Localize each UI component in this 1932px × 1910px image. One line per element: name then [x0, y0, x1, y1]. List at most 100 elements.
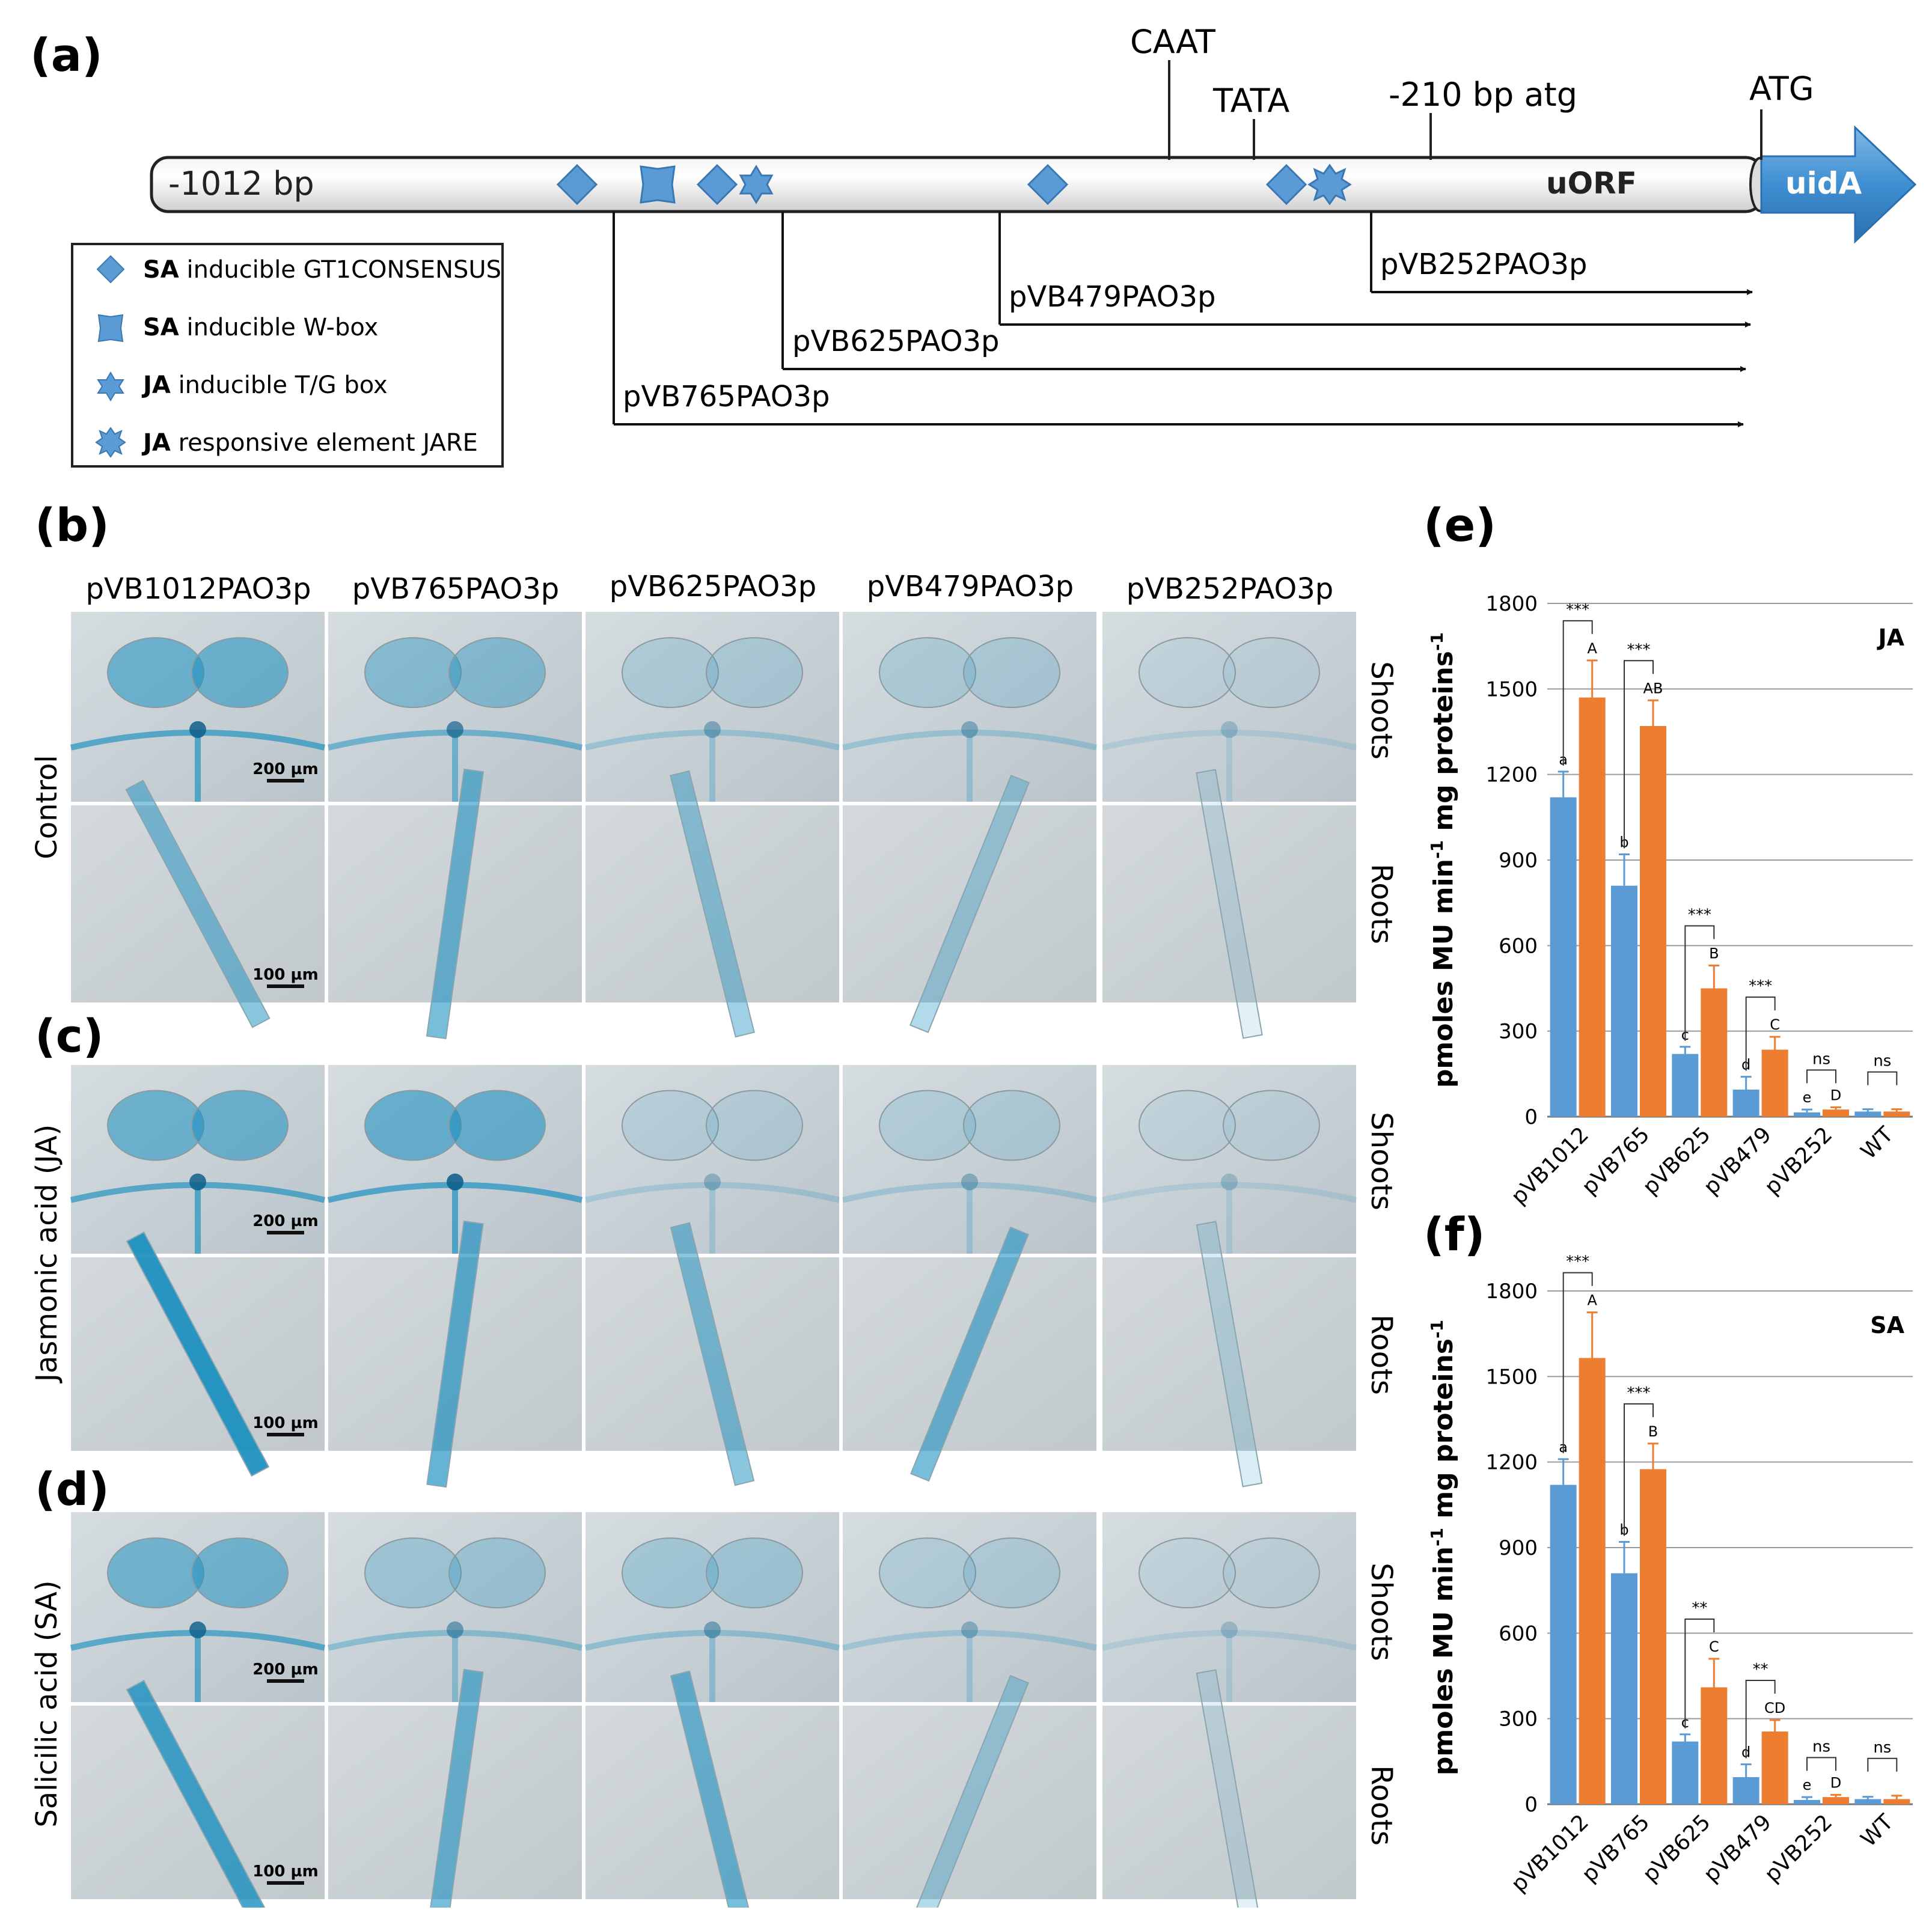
significance-bracket	[1806, 1069, 1836, 1084]
micrograph-sa-roots-5	[1102, 1669, 1356, 1910]
bar-pVB625-series-2	[1701, 988, 1728, 1117]
diamond-icon	[1265, 163, 1307, 206]
four-point-star-icon	[97, 314, 124, 343]
bar-pVB252-series-1	[1794, 1112, 1820, 1117]
tissue-label-shoots-sa: Shoots	[1365, 1563, 1398, 1661]
treatment-label: JA	[1876, 624, 1904, 651]
micrograph-sa-roots-4	[843, 1674, 1096, 1910]
bar-pVB479-series-1	[1732, 1089, 1759, 1117]
group-letter: e	[1803, 1089, 1812, 1106]
significance-label: **	[1692, 1599, 1707, 1617]
four-point-star-icon	[640, 165, 676, 204]
x-tick-label: pVB1012	[1506, 1122, 1594, 1209]
group-letter: A	[1587, 640, 1597, 657]
micrograph-control-shoots-3	[584, 612, 840, 802]
micrograph-sa-roots-2	[328, 1668, 582, 1910]
y-tick-label: 1200	[1485, 1451, 1538, 1475]
legend-item-4: JA responsive element JARE	[141, 429, 478, 457]
legend-box	[71, 243, 504, 468]
micrograph-ja-roots-4	[843, 1226, 1096, 1482]
bar-pVB1012-series-1	[1550, 797, 1577, 1117]
y-tick-label: 1800	[1485, 592, 1538, 616]
micrograph-ja-shoots-1: 200 µm	[70, 1065, 326, 1254]
micrograph-ja-shoots-4	[842, 1065, 1098, 1254]
y-tick-label: 300	[1499, 1707, 1538, 1732]
micrograph-control-shoots-2	[327, 612, 583, 802]
caat-label: CAAT	[1130, 23, 1216, 61]
bar-pVB765-series-1	[1611, 1573, 1637, 1804]
column-header-4: pVB479PAO3p	[867, 570, 1074, 603]
micrograph-sa-shoots-1: 200 µm	[70, 1512, 326, 1702]
construct-479-label: pVB479PAO3p	[1009, 280, 1216, 314]
group-letter: CD	[1764, 1700, 1785, 1716]
y-tick-label: 300	[1499, 1020, 1538, 1044]
micrograph-control-roots-4	[843, 775, 1096, 1033]
group-letter: D	[1830, 1774, 1841, 1791]
panel-d-label: (d)	[35, 1462, 109, 1516]
y-tick-label: 900	[1499, 849, 1538, 873]
x-tick-label: pVB1012	[1506, 1810, 1594, 1897]
treatment-label: SA	[1870, 1312, 1904, 1338]
significance-label: ns	[1873, 1052, 1891, 1070]
significance-label: ***	[1627, 641, 1651, 659]
significance-label: ns	[1812, 1050, 1830, 1068]
y-axis-label: pmoles MU min-1 mg proteins-1	[1427, 1320, 1460, 1775]
panel-c-label: (c)	[35, 1009, 104, 1063]
micrograph-control-roots-2	[328, 768, 582, 1040]
scale-bar-label: 200 µm	[252, 760, 319, 778]
group-letter: AB	[1643, 680, 1663, 697]
x-tick-label: pVB479	[1699, 1122, 1776, 1200]
y-tick-label: 900	[1499, 1536, 1538, 1560]
scale-bar-label: 100 µm	[252, 1414, 319, 1432]
construct-765-label: pVB765PAO3p	[623, 380, 830, 413]
significance-label: ns	[1873, 1739, 1891, 1757]
x-tick-label: pVB252	[1760, 1810, 1838, 1887]
diamond-icon	[96, 255, 125, 284]
micrograph-ja-shoots-5	[1101, 1065, 1357, 1254]
micrograph-ja-roots-1: 100 µm	[71, 1231, 325, 1477]
x-tick-label: pVB765	[1577, 1810, 1655, 1887]
bar-pVB1012-series-2	[1579, 697, 1606, 1117]
bar-pVB479-series-1	[1732, 1777, 1759, 1804]
bar-WT-series-1	[1854, 1799, 1882, 1804]
diamond-icon	[556, 163, 598, 206]
bar-pVB625-series-1	[1672, 1054, 1699, 1117]
y-tick-label: 1500	[1485, 677, 1538, 701]
micrograph-control-roots-5	[1102, 769, 1356, 1039]
x-tick-label: pVB765	[1577, 1122, 1655, 1200]
bar-pVB1012-series-2	[1579, 1358, 1606, 1804]
y-tick-label: 1200	[1485, 763, 1538, 787]
micrograph-sa-shoots-2	[327, 1512, 583, 1702]
column-header-5: pVB252PAO3p	[1126, 572, 1334, 606]
tata-label: TATA	[1212, 82, 1289, 120]
x-tick-label: WT	[1856, 1810, 1898, 1852]
bar-pVB765-series-2	[1640, 726, 1666, 1117]
significance-bracket	[1562, 620, 1593, 766]
significance-label: ***	[1627, 1384, 1651, 1402]
promoter-bar	[150, 156, 1764, 213]
significance-label: **	[1753, 1661, 1768, 1679]
micrograph-control-shoots-5	[1101, 612, 1357, 802]
micrograph-ja-roots-5	[1102, 1221, 1356, 1487]
group-letter: A	[1587, 1292, 1597, 1309]
diamond-icon	[696, 163, 738, 206]
x-tick-label: pVB625	[1638, 1810, 1716, 1887]
micrograph-sa-shoots-5	[1101, 1512, 1357, 1702]
bar-WT-series-2	[1883, 1799, 1910, 1804]
tissue-label-roots-control: Roots	[1365, 864, 1398, 944]
y-tick-label: 1800	[1485, 1280, 1538, 1304]
legend-item-1: SA inducible GT1CONSENSUS	[143, 256, 501, 284]
significance-bracket	[1745, 1680, 1776, 1759]
x-tick-label: WT	[1856, 1122, 1898, 1164]
significance-bracket	[1624, 660, 1654, 849]
start-label: -1012 bp	[168, 165, 314, 203]
six-point-star-icon	[739, 165, 774, 204]
panel-e-label: (e)	[1423, 498, 1496, 552]
tissue-label-shoots-ja: Shoots	[1365, 1112, 1398, 1210]
y-tick-label: 600	[1499, 934, 1538, 958]
legend: SA inducible GT1CONSENSUS SA inducible W…	[71, 243, 504, 468]
